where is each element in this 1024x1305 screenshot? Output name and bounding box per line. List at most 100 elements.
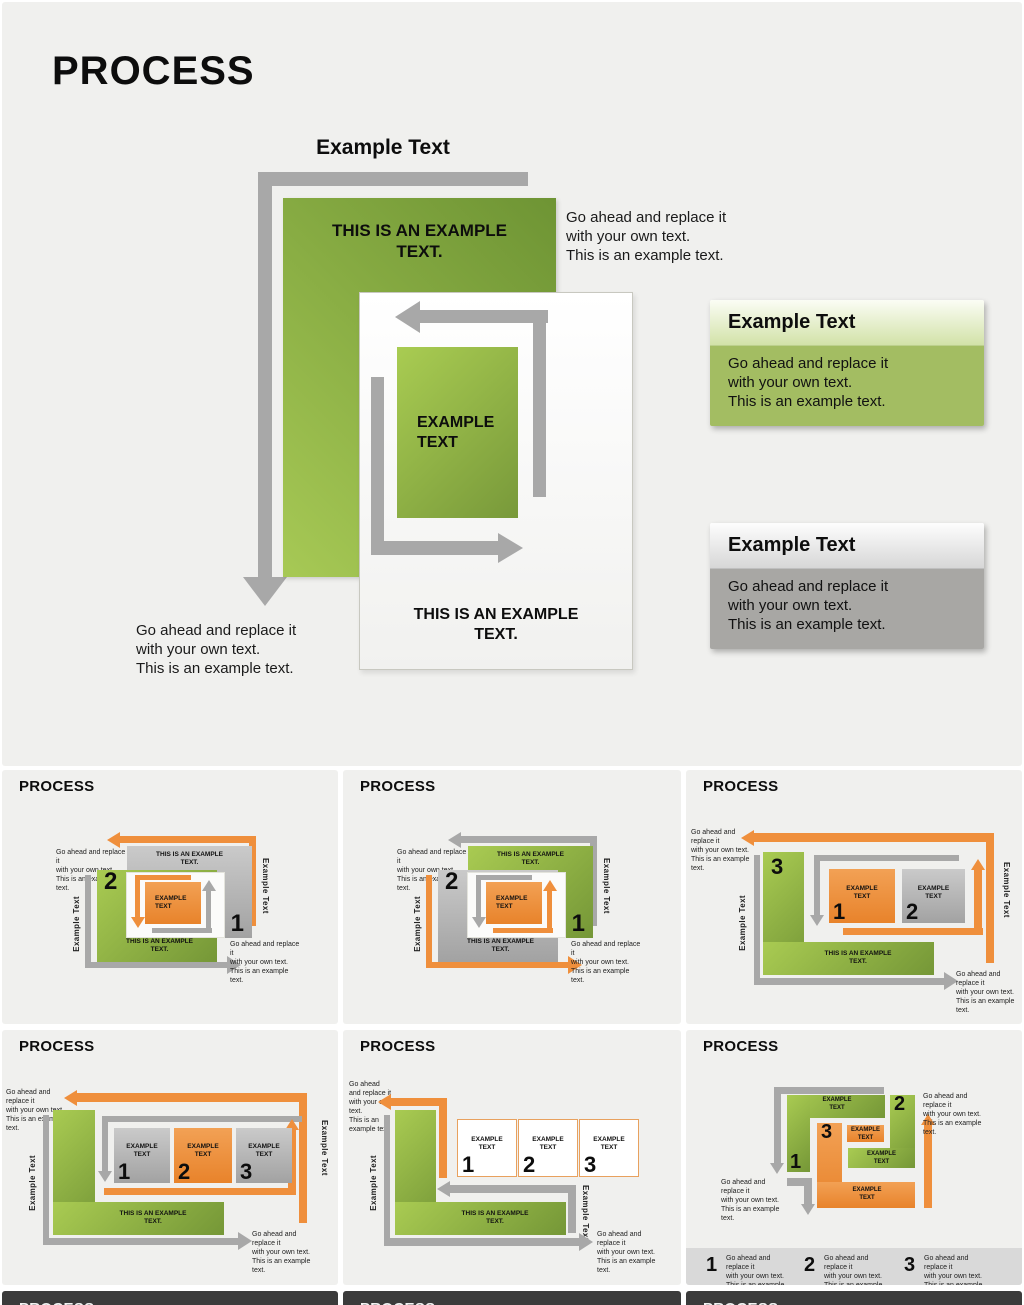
t5-gray-bottom-bar xyxy=(384,1238,579,1246)
thumbnail-slide-6[interactable]: PROCESS EXAMPLE TEXT 1 2 EXAMPLE TEXT 3 … xyxy=(686,1030,1022,1285)
t6-green-left-column: 1 xyxy=(787,1095,810,1173)
thumb-4-title: PROCESS xyxy=(19,1038,95,1055)
t4-gray-arrowhead-right-icon xyxy=(238,1232,252,1250)
t4-orange-under-bar xyxy=(104,1188,296,1195)
t3-step-box-2-label: EXAMPLE TEXT xyxy=(917,885,950,901)
t1-number-2: 2 xyxy=(104,868,118,895)
t3-gray-arrowhead-right-icon xyxy=(944,972,958,990)
t6-orange-bottom-bar: EXAMPLE TEXT xyxy=(817,1182,915,1208)
t1-inner-orange-arrowhead-down-icon xyxy=(131,917,145,928)
t6-legend-number-3: 3 xyxy=(904,1254,916,1276)
t1-inner-gray-up-bar xyxy=(206,891,211,933)
t5-step-box-2: EXAMPLE TEXT 2 xyxy=(518,1119,578,1177)
t6-gray2-vertical-bar xyxy=(804,1178,812,1204)
t5-gray-arrowhead-left-icon xyxy=(437,1181,450,1197)
t3-orange-up-bar xyxy=(974,870,982,930)
t4-gray-arrowhead-down-icon xyxy=(98,1171,112,1182)
t3-number-3: 3 xyxy=(771,854,784,879)
bottom-left-note: Go ahead and replace it with your own te… xyxy=(136,622,297,678)
t5-step-box-3: EXAMPLE TEXT 3 xyxy=(579,1119,639,1177)
t6-legend-text-3: Go ahead and replace it with your own te… xyxy=(924,1255,982,1285)
t2-gray-right-bar xyxy=(590,836,597,926)
thumb-6-note-right: Go ahead and replace it with your own te… xyxy=(923,1093,982,1137)
top-right-note: Go ahead and replace it with your own te… xyxy=(566,209,727,265)
outer-arrowhead-down-icon xyxy=(243,577,287,606)
loop-arrowhead-right-icon xyxy=(498,533,523,563)
t3-green-arm-label: THIS IS AN EXAMPLE TEXT. xyxy=(824,950,892,966)
t6-orange-arrowhead-up-icon xyxy=(921,1114,935,1125)
t4-right-side-label: Example Text xyxy=(320,1120,329,1176)
t2-right-side-label: Example Text xyxy=(602,858,611,914)
thumb-7-title: PROCESS xyxy=(19,1300,94,1305)
t2-inner-gray-top xyxy=(476,875,532,880)
t2-number-2: 2 xyxy=(445,868,459,895)
t2-inner-gray-left xyxy=(476,875,481,917)
thumb-4-note-bottomright: Go ahead and replace it with your own te… xyxy=(252,1231,311,1275)
t4-left-side-label: Example Text xyxy=(28,1155,37,1211)
t3-orange-under-bar xyxy=(843,928,983,935)
outer-arrow-top-bar xyxy=(258,172,528,186)
loop-bottom-bar xyxy=(371,541,498,555)
t2-orange-left-bar xyxy=(426,875,432,968)
t4-number-1: 1 xyxy=(118,1159,131,1184)
t1-orange-arrowhead-left-icon xyxy=(107,832,120,848)
t1-inner-orange-box-label: EXAMPLE TEXT xyxy=(155,894,187,910)
t4-orange-arrowhead-left-icon xyxy=(64,1090,77,1106)
t3-left-side-label: Example Text xyxy=(738,895,747,951)
thumbnail-slide-8-partial[interactable]: PROCESS xyxy=(343,1291,681,1305)
t2-left-side-label: Example Text xyxy=(413,896,422,952)
t3-orange-right-bar xyxy=(986,833,994,963)
t1-orange-top-bar xyxy=(120,836,256,843)
t1-gray-arrowhead-right-icon xyxy=(227,956,241,974)
t2-inner-orange-arrowhead-up-icon xyxy=(543,880,557,891)
thumb-6-title: PROCESS xyxy=(703,1038,779,1055)
t5-step-box-2-label: EXAMPLE TEXT xyxy=(532,1136,564,1152)
t4-orange-up-bar xyxy=(288,1130,296,1188)
t6-green-top-label: EXAMPLE TEXT xyxy=(822,1097,852,1111)
t3-step-box-2: EXAMPLE TEXT 2 xyxy=(902,869,965,924)
t2-inner-gray-arrowhead-down-icon xyxy=(472,917,486,928)
thumbnail-slide-2[interactable]: PROCESS Go ahead and replace it with you… xyxy=(343,770,681,1024)
t1-inner-orange-left xyxy=(135,875,140,917)
callout-green: Example Text Go ahead and replace it wit… xyxy=(710,300,984,426)
thumb-3-note-topleft: Go ahead and replace it with your own te… xyxy=(691,829,750,873)
thumbnail-slide-1[interactable]: PROCESS Go ahead and replace it with you… xyxy=(2,770,338,1024)
t5-green-horizontal-arm: THIS IS AN EXAMPLE TEXT. xyxy=(395,1202,566,1235)
thumbnail-slide-3[interactable]: PROCESS Go ahead and replace it with you… xyxy=(686,770,1022,1024)
thumbnail-slide-7-partial[interactable]: PROCESS xyxy=(2,1291,338,1305)
t2-inner-orange-box-label: EXAMPLE TEXT xyxy=(496,894,528,910)
t4-orange-right-bar xyxy=(299,1093,307,1223)
loop-right-bar xyxy=(533,310,546,497)
t5-left-side-label: Example Text xyxy=(369,1155,378,1211)
thumb-8-title: PROCESS xyxy=(360,1300,435,1305)
t4-step-box-2-label: EXAMPLE TEXT xyxy=(187,1143,219,1159)
thumbnail-slide-4[interactable]: PROCESS Go ahead and replace it with you… xyxy=(2,1030,338,1285)
t6-legend-number-1: 1 xyxy=(706,1254,718,1276)
t6-gray-top-bar xyxy=(774,1087,884,1094)
t6-number-1: 1 xyxy=(790,1151,802,1173)
t1-gray-box-label: THIS IS AN EXAMPLE TEXT. xyxy=(156,851,223,867)
t4-step-box-3: EXAMPLE TEXT 3 xyxy=(236,1128,292,1184)
outer-arrow-left-bar xyxy=(258,172,272,577)
t6-legend-text-2: Go ahead and replace it with your own te… xyxy=(824,1255,882,1285)
t1-inner-gray-arrowhead-up-icon xyxy=(202,880,216,891)
thumb-2-note-topleft: Go ahead and replace it with your own te… xyxy=(397,849,467,893)
t2-gray-top-bar xyxy=(461,836,597,843)
t2-inner-orange-bottom xyxy=(493,928,553,933)
loop-left-bar xyxy=(371,377,384,555)
t5-orange-top-bar xyxy=(391,1098,447,1106)
thumbnail-slide-9-partial[interactable]: PROCESS xyxy=(686,1291,1022,1305)
t4-gray-down-bar xyxy=(102,1116,108,1171)
green-panel-label: THIS IS AN EXAMPLE TEXT. xyxy=(331,221,508,262)
t4-green-horizontal-arm: THIS IS AN EXAMPLE TEXT. xyxy=(53,1202,224,1235)
t6-green-inner-box: EXAMPLE TEXT xyxy=(848,1148,915,1168)
t4-step-box-1: EXAMPLE TEXT 1 xyxy=(114,1128,170,1184)
thumb-1-note-bottomright: Go ahead and replace it with your own te… xyxy=(230,941,300,985)
white-panel-label: THIS IS AN EXAMPLE TEXT. xyxy=(413,606,579,643)
t3-right-side-label: Example Text xyxy=(1002,862,1011,918)
t4-number-3: 3 xyxy=(240,1159,253,1184)
thumbnail-slide-5[interactable]: PROCESS Go ahead and replace it with you… xyxy=(343,1030,681,1285)
t4-step-box-1-label: EXAMPLE TEXT xyxy=(126,1143,158,1159)
t6-legend-band: 1 Go ahead and replace it with your own … xyxy=(686,1248,1022,1285)
t5-orange-arrowhead-left-icon xyxy=(378,1094,391,1110)
